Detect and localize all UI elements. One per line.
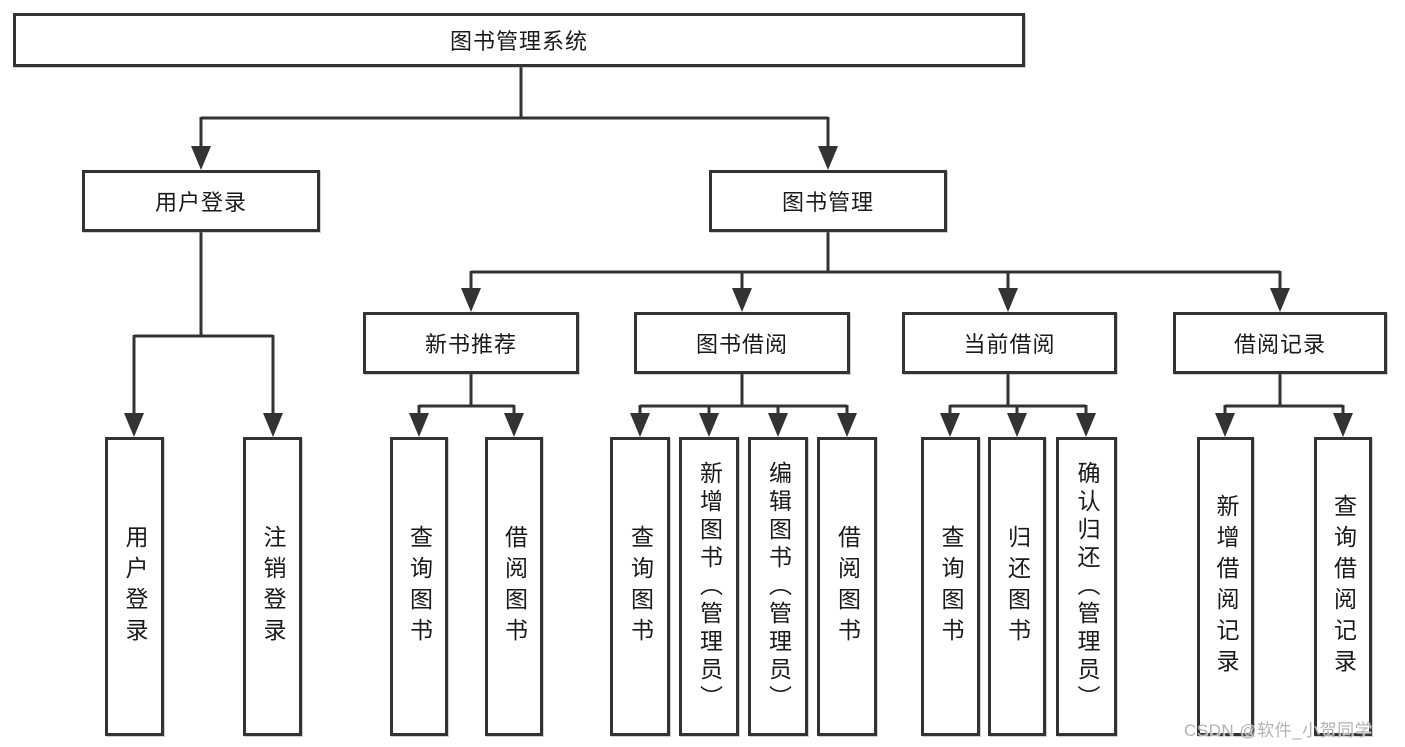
leaf-logout-label: 注销登录 xyxy=(260,524,286,649)
leaf-query-books-recommend-label: 查询图书 xyxy=(406,524,433,649)
arrowhead xyxy=(768,413,788,437)
leaf-edit-book-admin-label: 编辑图书（管理员） xyxy=(765,460,792,713)
leaf-query-books-recommend: 查询图书 xyxy=(390,437,448,736)
arrowhead xyxy=(124,413,144,437)
node-book-management: 图书管理 xyxy=(709,170,947,232)
arrowhead xyxy=(1076,413,1096,437)
arrowhead xyxy=(818,146,838,170)
leaf-query-books-current: 查询图书 xyxy=(921,437,980,736)
leaf-borrow-books-borrow: 借阅图书 xyxy=(817,437,877,736)
node-book-borrow: 图书借阅 xyxy=(634,312,850,374)
leaf-add-book-admin: 新增图书（管理员） xyxy=(679,437,739,736)
node-borrow-records-label: 借阅记录 xyxy=(1233,332,1326,357)
arrowhead xyxy=(940,413,960,437)
arrowhead xyxy=(461,288,481,312)
arrowhead xyxy=(699,413,719,437)
leaf-user-login-label: 用户登录 xyxy=(122,524,148,649)
arrowhead xyxy=(191,146,211,170)
leaf-add-borrow-record: 新增借阅记录 xyxy=(1197,437,1254,736)
node-book-management-label: 图书管理 xyxy=(781,190,874,215)
leaf-logout: 注销登录 xyxy=(243,437,302,736)
arrowhead xyxy=(1270,288,1290,312)
arrowhead xyxy=(732,288,752,312)
leaf-query-books-borrow: 查询图书 xyxy=(610,437,670,736)
leaf-user-login: 用户登录 xyxy=(105,437,164,736)
node-current-borrow-label: 当前借阅 xyxy=(963,332,1056,357)
leaf-return-book: 归还图书 xyxy=(988,437,1046,736)
leaf-confirm-return-admin: 确认归还（管理员） xyxy=(1056,437,1117,736)
node-new-book-recommend-label: 新书推荐 xyxy=(424,332,517,357)
leaf-add-book-admin-label: 新增图书（管理员） xyxy=(696,460,723,713)
leaf-query-borrow-record: 查询借阅记录 xyxy=(1314,437,1372,736)
leaf-return-book-label: 归还图书 xyxy=(1004,524,1031,649)
leaf-query-borrow-record-label: 查询借阅记录 xyxy=(1330,493,1357,680)
node-library-system-label: 图书管理系统 xyxy=(449,29,588,54)
arrowhead xyxy=(1333,413,1353,437)
node-book-borrow-label: 图书借阅 xyxy=(695,332,788,357)
arrowhead xyxy=(1007,413,1027,437)
node-current-borrow: 当前借阅 xyxy=(902,312,1117,374)
arrowhead xyxy=(263,413,283,437)
leaf-borrow-books-recommend-label: 借阅图书 xyxy=(501,524,528,649)
csdn-watermark: CSDN @软件_小贺同学 xyxy=(1184,721,1373,740)
arrowhead xyxy=(409,413,429,437)
node-user-login: 用户登录 xyxy=(82,170,320,232)
leaf-edit-book-admin: 编辑图书（管理员） xyxy=(748,437,808,736)
leaf-borrow-books-recommend: 借阅图书 xyxy=(485,437,543,736)
arrowhead xyxy=(1215,413,1235,437)
arrowhead xyxy=(504,413,524,437)
node-library-system: 图书管理系统 xyxy=(13,13,1025,67)
leaf-confirm-return-admin-label: 确认归还（管理员） xyxy=(1074,460,1100,713)
node-borrow-records: 借阅记录 xyxy=(1173,312,1387,374)
leaf-borrow-books-borrow-label: 借阅图书 xyxy=(834,524,861,649)
leaf-query-books-borrow-label: 查询图书 xyxy=(627,524,654,649)
arrowhead xyxy=(837,413,857,437)
arrowhead xyxy=(630,413,650,437)
leaf-add-borrow-record-label: 新增借阅记录 xyxy=(1213,493,1239,680)
node-user-login-label: 用户登录 xyxy=(154,190,247,215)
node-new-book-recommend: 新书推荐 xyxy=(363,312,579,374)
arrowhead xyxy=(998,288,1018,312)
leaf-query-books-current-label: 查询图书 xyxy=(938,524,964,649)
